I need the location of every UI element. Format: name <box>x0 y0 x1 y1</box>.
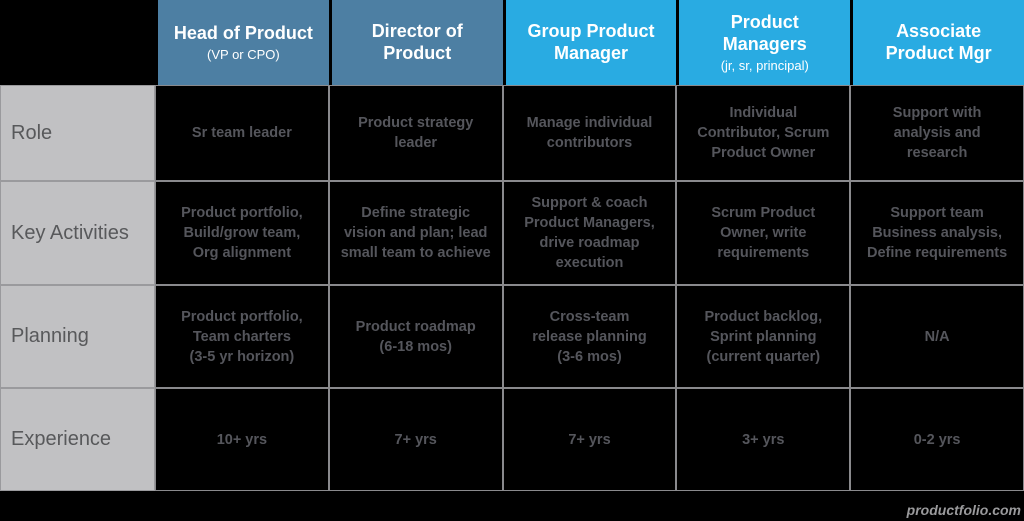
table-cell-planning-apm: N/A <box>850 285 1024 388</box>
table-cell-planning-director: Product roadmap (6-18 mos) <box>328 285 503 388</box>
table-cell-planning-gpm: Cross-team release planning (3-6 mos) <box>502 285 677 388</box>
column-header-associate-product-mgr: Associate Product Mgr <box>850 0 1024 85</box>
table-cell-role-pm: Individual Contributor, Scrum Product Ow… <box>676 85 851 181</box>
column-header-product-managers: Product Managers (jr, sr, principal) <box>676 0 851 85</box>
table-cell-activities-pm: Scrum Product Owner, write requirements <box>676 181 851 285</box>
column-title: Group Product Manager <box>527 20 655 63</box>
column-subtitle: (VP or CPO) <box>207 46 280 62</box>
table-cell-planning-head-of-product: Product portfolio, Team charters (3-5 yr… <box>155 285 329 388</box>
table-cell-role-director: Product strategy leader <box>328 85 503 181</box>
table-cell-activities-gpm: Support & coach Product Managers, drive … <box>502 181 677 285</box>
row-label-experience: Experience <box>0 388 155 491</box>
column-title: Director of Product <box>371 20 463 63</box>
table-cell-role-head-of-product: Sr team leader <box>155 85 329 181</box>
column-header-head-of-product: Head of Product (VP or CPO) <box>155 0 329 85</box>
column-title: Product Managers <box>722 12 807 54</box>
table-cell-experience-pm: 3+ yrs <box>676 388 851 491</box>
table-cell-activities-director: Define strategic vision and plan; lead s… <box>328 181 503 285</box>
role-comparison-table: Head of Product (VP or CPO) Director of … <box>0 0 1024 491</box>
column-subtitle: (jr, sr, principal) <box>720 57 809 73</box>
column-header-director-of-product: Director of Product <box>328 0 503 85</box>
table-cell-role-gpm: Manage individual contributors <box>502 85 677 181</box>
table-cell-role-apm: Support with analysis and research <box>850 85 1024 181</box>
column-header-group-product-manager: Group Product Manager <box>502 0 677 85</box>
table-cell-experience-gpm: 7+ yrs <box>502 388 677 491</box>
table-cell-experience-apm: 0-2 yrs <box>850 388 1024 491</box>
row-label-role: Role <box>0 85 155 181</box>
watermark-productfolio: productfolio.com <box>906 502 1021 518</box>
row-label-planning: Planning <box>0 285 155 388</box>
table-cell-planning-pm: Product backlog, Sprint planning (curren… <box>676 285 851 388</box>
table-cell-experience-head-of-product: 10+ yrs <box>155 388 329 491</box>
table-cell-activities-apm: Support team Business analysis, Define r… <box>850 181 1024 285</box>
column-title: Head of Product <box>173 23 313 44</box>
corner-spacer <box>0 0 155 85</box>
table-cell-activities-head-of-product: Product portfolio, Build/grow team, Org … <box>155 181 329 285</box>
column-title: Associate Product Mgr <box>885 20 992 63</box>
table-cell-experience-director: 7+ yrs <box>328 388 503 491</box>
row-label-key-activities: Key Activities <box>0 181 155 285</box>
